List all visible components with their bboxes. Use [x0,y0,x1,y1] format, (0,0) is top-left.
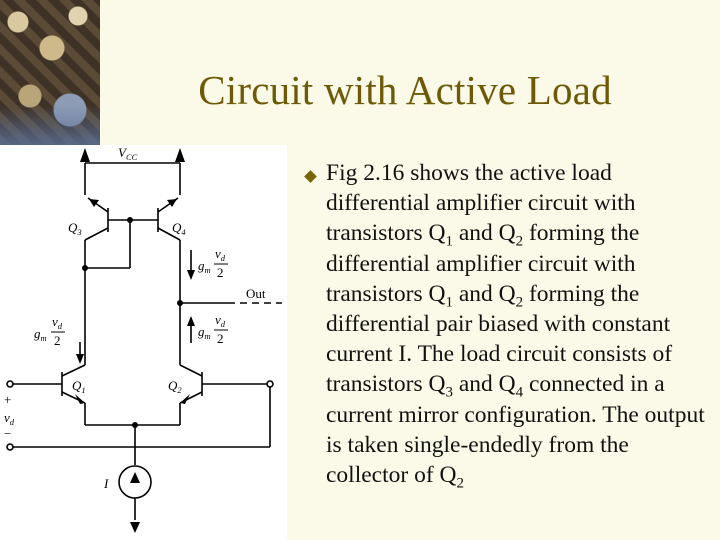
bullet-list: Fig 2.16 shows the active load different… [300,158,710,492]
svg-text:2: 2 [217,265,224,280]
subscript: 2 [515,294,524,311]
svg-text:gm: gm [34,326,47,343]
input-plus: + [4,392,11,407]
circuit-labels: VCC Q3 Q4 Q1 Q2 gm vd 2 gm vd 2 gm vd [4,145,266,491]
gm-vd-label-top: gm vd 2 [198,246,228,280]
svg-text:2: 2 [217,331,224,346]
subscript: 1 [445,234,453,251]
circuit-arrowheads [75,148,195,533]
bullet-text-run: Fig 2.16 shows the active load different… [326,160,636,247]
subscript: 1 [445,294,453,311]
gm-vd-label-left: gm vd 2 [34,314,65,348]
svg-text:gm: gm [198,258,211,275]
svg-text:vd: vd [215,246,226,263]
vcc-label: VCC [118,145,138,162]
circuit-wires [6,162,282,520]
input-minus: − [4,426,11,441]
q1-label: Q1 [72,378,86,395]
circuit-diagram: VCC Q3 Q4 Q1 Q2 gm vd 2 gm vd 2 gm vd [0,145,287,540]
subscript: 4 [515,385,524,402]
diamond-bullet-icon [304,170,317,183]
q2-label: Q2 [168,378,182,395]
slide-title: Circuit with Active Load [198,67,612,113]
current-label: I [103,476,109,491]
bullet-text-run: connected in a current mirror configurat… [326,371,705,489]
bullet-text-run: forming the differential pair biased wit… [326,280,673,398]
bullet-text-run: and Q [452,220,516,247]
decorative-photo [0,0,100,145]
gm-vd-label-bottom: gm vd 2 [198,312,228,346]
bullet-text-run: and Q [452,371,516,398]
input-vd: vd [4,410,15,427]
subscript: 3 [445,385,453,402]
svg-text:gm: gm [198,324,211,341]
subscript: 2 [515,234,524,251]
subscript: 2 [456,475,465,492]
bullet-paragraph: Fig 2.16 shows the active load different… [326,158,710,492]
svg-text:vd: vd [215,312,226,329]
out-label: Out [246,286,266,301]
svg-text:2: 2 [54,333,61,348]
q3-label: Q3 [68,220,82,237]
bullet-text-run: forming the differential amplifier circu… [326,220,640,307]
bullet-text-run: and Q [452,280,516,307]
svg-text:vd: vd [52,314,63,331]
q4-label: Q4 [172,220,186,237]
